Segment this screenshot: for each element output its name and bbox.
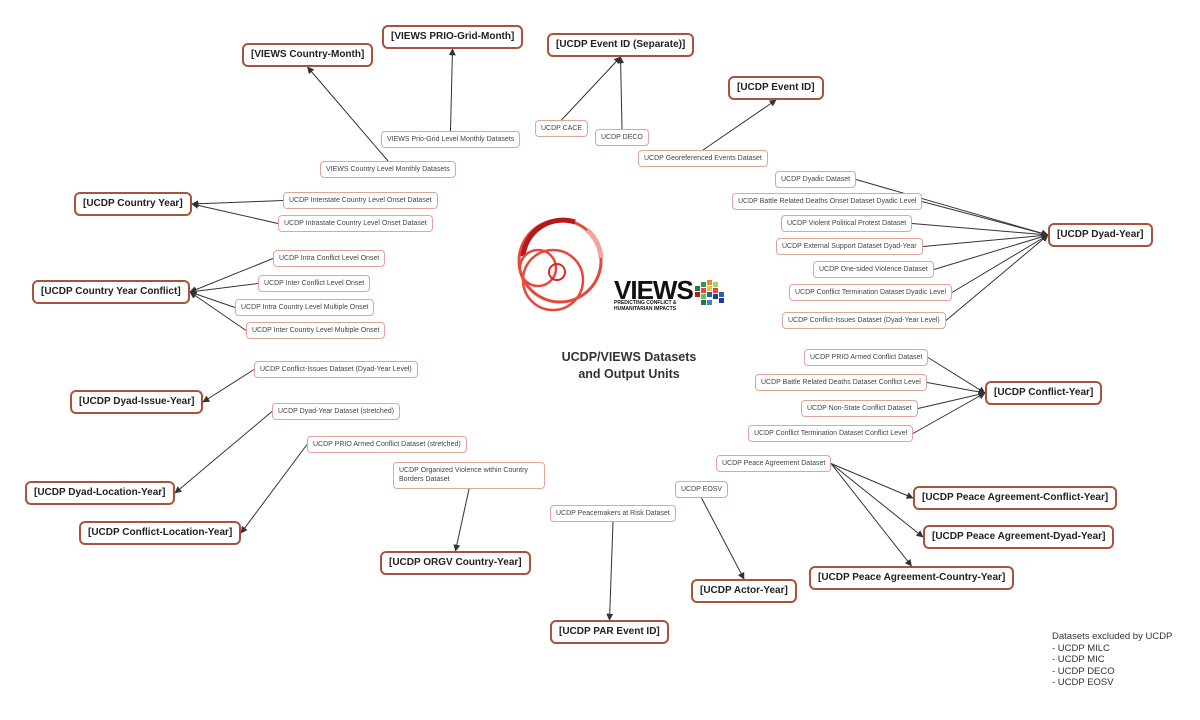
edge-ucdp-external-support-to-ucdp-dyad-year: [922, 232, 1049, 247]
edge-views-prio-grid-monthly-to-views-prio-grid-month: [448, 48, 456, 132]
dataset-ucdp-one-sided[interactable]: UCDP One-sided Violence Dataset: [813, 261, 934, 279]
logo-ring-arc-light: [585, 228, 604, 259]
dataset-views-country-monthly[interactable]: VIEWS Country Level Monthly Datasets: [320, 161, 456, 179]
diagram-title-line2: and Output Units: [578, 367, 680, 381]
output-ucdp-dyad-location-year[interactable]: [UCDP Dyad-Location-Year]: [25, 481, 175, 505]
dataset-ucdp-prio-armed[interactable]: UCDP PRIO Armed Conflict Dataset: [804, 349, 929, 367]
dataset-ucdp-external-support[interactable]: UCDP External Support Dataset Dyad-Year: [776, 238, 923, 256]
edge-ucdp-brd-dyadic-to-ucdp-dyad-year: [921, 201, 1049, 237]
logo-ring-small: [548, 263, 566, 281]
dataset-ucdp-par[interactable]: UCDP Peacemakers at Risk Dataset: [550, 505, 676, 523]
excluded-item: - UCDP DECO: [1052, 665, 1115, 677]
dataset-ucdp-orgv[interactable]: UCDP Organized Violence within Country B…: [393, 462, 545, 489]
dataset-ucdp-brd-dyadic[interactable]: UCDP Battle Related Deaths Onset Dataset…: [732, 193, 923, 211]
dataset-ucdp-deco[interactable]: UCDP DECO: [595, 129, 649, 147]
dataset-ucdp-inter-conflict-onset[interactable]: UCDP Inter Conflict Level Onset: [258, 275, 371, 293]
output-ucdp-peace-agreement-dyad-year[interactable]: [UCDP Peace Agreement-Dyad-Year]: [923, 525, 1115, 549]
dataset-ucdp-dyad-year-stretched[interactable]: UCDP Dyad-Year Dataset (stretched): [272, 403, 400, 421]
output-ucdp-peace-agreement-conflict-year[interactable]: [UCDP Peace Agreement-Conflict-Year]: [913, 486, 1118, 510]
dataset-ucdp-intra-conflict-onset[interactable]: UCDP Intra Conflict Level Onset: [273, 250, 386, 268]
dataset-ucdp-conflict-issues-dyadic[interactable]: UCDP Conflict-Issues Dataset (Dyad-Year …: [782, 312, 946, 330]
dataset-ucdp-interstate-onset[interactable]: UCDP Interstate Country Level Onset Data…: [283, 192, 438, 210]
edge-ucdp-intrastate-onset-to-ucdp-country-year: [191, 201, 279, 224]
output-ucdp-country-year[interactable]: [UCDP Country Year]: [74, 192, 192, 216]
dataset-ucdp-ged[interactable]: UCDP Georeferenced Events Dataset: [638, 150, 768, 168]
dataset-ucdp-inter-country-multiple[interactable]: UCDP Inter Country Level Multiple Onset: [246, 322, 386, 340]
dataset-ucdp-prio-armed-stretched[interactable]: UCDP PRIO Armed Conflict Dataset (stretc…: [307, 436, 467, 454]
edge-ucdp-peace-agreement-to-ucdp-peace-agreement-dyad-year: [830, 463, 924, 538]
output-ucdp-conflict-year[interactable]: [UCDP Conflict-Year]: [985, 381, 1103, 405]
dataset-ucdp-non-state[interactable]: UCDP Non-State Conflict Dataset: [801, 400, 918, 418]
dataset-views-prio-grid-monthly[interactable]: VIEWS Prio-Grid Level Monthly Datasets: [381, 131, 521, 149]
output-ucdp-peace-agreement-country-year[interactable]: [UCDP Peace Agreement-Country-Year]: [809, 566, 1015, 590]
output-ucdp-actor-year[interactable]: [UCDP Actor-Year]: [691, 579, 797, 603]
excluded-item: - UCDP MIC: [1052, 654, 1105, 666]
edge-ucdp-one-sided-to-ucdp-dyad-year: [933, 233, 1049, 270]
dataset-ucdp-violent-protest[interactable]: UCDP Violent Political Protest Dataset: [781, 215, 913, 233]
edge-ucdp-prio-armed-to-ucdp-conflict-year: [927, 357, 986, 394]
logo-ring-inner: [518, 248, 558, 288]
output-ucdp-orgv-country-year[interactable]: [UCDP ORGV Country-Year]: [380, 551, 531, 575]
diagram-title: UCDP/VIEWS Datasets and Output Units: [540, 349, 718, 383]
edge-ucdp-ged-to-ucdp-event-id: [702, 99, 777, 151]
dataset-ucdp-intrastate-onset[interactable]: UCDP Intrastate Country Level Onset Data…: [278, 215, 433, 233]
dataset-ucdp-conflict-issues-issue[interactable]: UCDP Conflict-Issues Dataset (Dyad-Year …: [254, 361, 418, 379]
views-tagline-line2: HUMANITARIAN IMPACTS: [614, 306, 677, 312]
dataset-ucdp-termination-dyadic[interactable]: UCDP Conflict Termination Dataset Dyadic…: [789, 284, 953, 302]
views-tagline-line1: PREDICTING CONFLICT &: [614, 300, 677, 306]
edge-ucdp-inter-conflict-onset-to-ucdp-country-year-conflict: [189, 283, 259, 295]
output-ucdp-dyad-issue-year[interactable]: [UCDP Dyad-Issue-Year]: [70, 390, 204, 414]
edge-ucdp-deco-to-ucdp-event-id-separate: [617, 56, 625, 130]
edge-ucdp-prio-armed-stretched-to-ucdp-conflict-location-year: [240, 444, 308, 534]
edge-ucdp-peace-agreement-to-ucdp-peace-agreement-country-year: [830, 463, 912, 567]
output-ucdp-country-year-conflict[interactable]: [UCDP Country Year Conflict]: [32, 280, 190, 304]
output-ucdp-conflict-location-year[interactable]: [UCDP Conflict-Location-Year]: [79, 521, 242, 545]
logo-mosaic-icon: [695, 280, 724, 305]
views-logo-rings: [517, 217, 724, 312]
excluded-item: - UCDP MILC: [1052, 642, 1110, 654]
edge-ucdp-termination-conflict-to-ucdp-conflict-year: [912, 392, 986, 434]
output-views-prio-grid-month[interactable]: [VIEWS PRIO-Grid-Month]: [382, 25, 524, 49]
edge-ucdp-termination-dyadic-to-ucdp-dyad-year: [951, 234, 1049, 293]
edge-ucdp-conflict-issues-1-to-ucdp-dyad-year: [945, 234, 1049, 321]
edge-ucdp-non-state-to-ucdp-conflict-year: [917, 391, 986, 409]
edge-ucdp-interstate-onset-to-ucdp-country-year: [191, 200, 284, 208]
excluded-item: - UCDP EOSV: [1052, 677, 1114, 689]
output-ucdp-event-id-separate[interactable]: [UCDP Event ID (Separate)]: [547, 33, 695, 57]
dataset-ucdp-dyadic[interactable]: UCDP Dyadic Dataset: [775, 171, 857, 189]
dataset-ucdp-brd-conflict[interactable]: UCDP Battle Related Deaths Dataset Confl…: [755, 374, 927, 392]
dataset-ucdp-peace-agreement[interactable]: UCDP Peace Agreement Dataset: [716, 455, 832, 473]
output-ucdp-par-event-id[interactable]: [UCDP PAR Event ID]: [550, 620, 669, 644]
edge-ucdp-peace-agreement-to-ucdp-peace-agreement-conflict-year: [830, 463, 914, 499]
output-ucdp-dyad-year[interactable]: [UCDP Dyad-Year]: [1048, 223, 1153, 247]
edge-ucdp-cace-to-ucdp-event-id-separate: [561, 56, 621, 121]
edge-ucdp-dyad-year-stretched-to-ucdp-dyad-location-year: [174, 411, 273, 494]
diagram-title-line1: UCDP/VIEWS Datasets: [561, 350, 697, 364]
dataset-ucdp-cace[interactable]: UCDP CACE: [535, 120, 589, 138]
edge-ucdp-brd-conflict-to-ucdp-conflict-year: [926, 382, 986, 396]
output-views-country-month[interactable]: [VIEWS Country-Month]: [242, 43, 374, 67]
edge-views-country-monthly-to-views-country-month: [307, 66, 389, 162]
dataset-ucdp-eosv[interactable]: UCDP EOSV: [675, 481, 729, 499]
excluded-datasets-note: Datasets excluded by UCDP - UCDP MILC - …: [1052, 631, 1172, 689]
edge-ucdp-orgv-to-ucdp-orgv-country-year: [453, 488, 470, 552]
dataset-ucdp-intra-country-multiple[interactable]: UCDP Intra Country Level Multiple Onset: [235, 299, 375, 317]
edge-ucdp-par-to-ucdp-par-event-id: [606, 521, 614, 621]
edge-ucdp-violent-protest-to-ucdp-dyad-year: [911, 223, 1049, 238]
edge-ucdp-eosv-to-ucdp-actor-year: [701, 497, 745, 580]
edge-ucdp-conflict-issues-2-to-ucdp-dyad-issue-year: [202, 369, 255, 403]
views-wordmark: VIEWS: [614, 275, 694, 305]
excluded-heading: Datasets excluded by UCDP: [1052, 631, 1173, 642]
dataset-ucdp-termination-conflict[interactable]: UCDP Conflict Termination Dataset Confli…: [748, 425, 914, 443]
logo-ring-arc-dark: [520, 217, 576, 257]
views-tagline: PREDICTING CONFLICT & HUMANITARIAN IMPAC…: [614, 300, 694, 312]
edge-ucdp-intra-country-multiple-to-ucdp-country-year-conflict: [189, 290, 236, 308]
output-ucdp-event-id[interactable]: [UCDP Event ID]: [728, 76, 824, 100]
